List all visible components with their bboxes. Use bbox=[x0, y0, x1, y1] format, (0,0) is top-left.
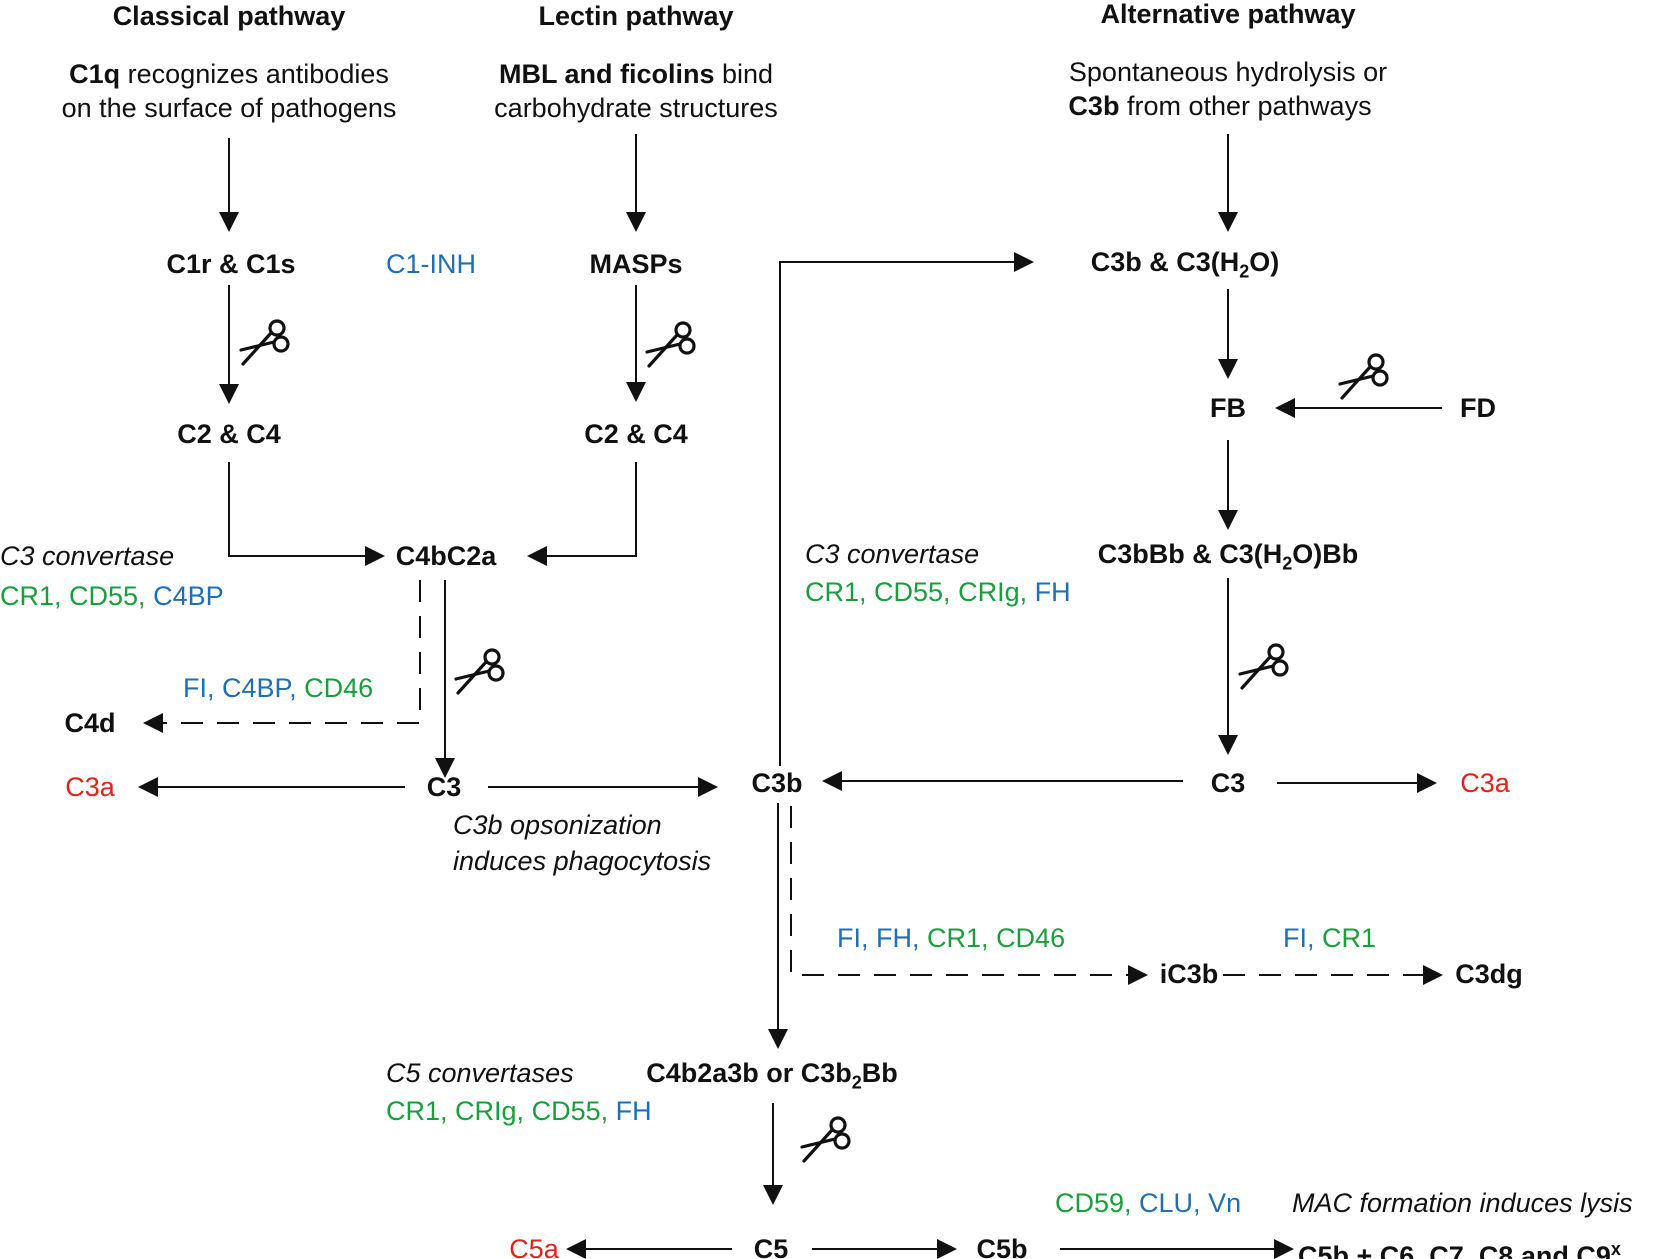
regulator-crig: CRIg, bbox=[455, 1096, 525, 1126]
node-c2c4-classical: C2 & C4 bbox=[177, 419, 281, 449]
trigger-classical-text: recognizes antibodies bbox=[127, 59, 389, 89]
node-c4d: C4d bbox=[64, 708, 116, 738]
annotation-c3-convertase-right: C3 convertase bbox=[805, 539, 980, 569]
arrow-c3b-feedback bbox=[779, 252, 1034, 766]
header-classical: Classical pathway bbox=[112, 1, 346, 31]
scissors-icon bbox=[1238, 643, 1289, 690]
regulator-c4bp: C4BP bbox=[153, 581, 224, 611]
node-c3-left: C3 bbox=[426, 772, 462, 802]
dashed-c3b-to-ic3b bbox=[790, 806, 1148, 985]
regulator-cr1: CR1, bbox=[0, 581, 62, 611]
node-c2c4-lectin: C2 & C4 bbox=[584, 419, 688, 449]
header-alternative: Alternative pathway bbox=[1100, 0, 1356, 29]
node-c3b-c3h2o: C3b & C3(H2O) bbox=[1090, 247, 1280, 282]
regulator-vn: Vn bbox=[1208, 1188, 1242, 1218]
node-ic3b: iC3b bbox=[1159, 959, 1219, 989]
regulators-mac: CD59, CLU, Vn bbox=[1055, 1187, 1241, 1219]
annotation-c3-convertase-left: C3 convertase bbox=[0, 541, 175, 571]
regulator-c4bp: C4BP, bbox=[222, 673, 297, 703]
regulator-crig: CRIg, bbox=[958, 577, 1028, 607]
trigger-classical-line1: C1q recognizes antibodies bbox=[69, 58, 389, 90]
regulators-c3dg: FI, CR1 bbox=[1283, 922, 1376, 954]
regulator-cd55: CD55, bbox=[531, 1096, 609, 1126]
node-c5b: C5b bbox=[976, 1234, 1028, 1259]
regulator-c1-inh: C1-INH bbox=[385, 249, 477, 279]
node-c3a-left: C3a bbox=[65, 772, 115, 802]
node-c3bbb-convertase: C3bBb & C3(H2O)Bb bbox=[1097, 539, 1359, 574]
regulators-ic3b: FI, FH, CR1, CD46 bbox=[837, 922, 1065, 954]
trigger-classical-line2: on the surface of pathogens bbox=[61, 93, 397, 123]
annotation-c5-convertases: C5 convertases bbox=[386, 1058, 574, 1088]
regulator-cd55: CD55, bbox=[874, 577, 951, 607]
regulator-cr1: CR1, bbox=[386, 1096, 448, 1126]
c1q-label: C1q bbox=[69, 59, 121, 89]
regulator-cr1: CR1, bbox=[805, 577, 867, 607]
node-c5a: C5a bbox=[509, 1234, 559, 1259]
scissors-icon bbox=[1338, 353, 1389, 400]
node-c3dg: C3dg bbox=[1455, 959, 1523, 989]
arrow-c2c4-to-c4bc2a bbox=[228, 462, 385, 566]
node-c1r-c1s: C1r & C1s bbox=[166, 249, 296, 279]
scissors-icon bbox=[454, 648, 505, 695]
regulator-fi: FI, bbox=[837, 923, 869, 953]
node-c4bc2a: C4bC2a bbox=[395, 541, 497, 571]
node-c3b-center: C3b bbox=[751, 768, 803, 798]
regulator-fi: FI, bbox=[1283, 923, 1315, 953]
regulator-fh: FH bbox=[615, 1096, 652, 1126]
trigger-lectin-text: bind bbox=[721, 59, 774, 89]
dashed-c4bc2a-to-c4d bbox=[143, 580, 421, 733]
arrow-lectin-c2c4-to-c4bc2a bbox=[527, 462, 637, 566]
mbl-label: MBL and ficolins bbox=[498, 59, 715, 89]
regulators-c5-convertase: CR1, CRIg, CD55, FH bbox=[386, 1095, 652, 1127]
annotation-opsonization-2: induces phagocytosis bbox=[453, 846, 712, 876]
regulators-right-convertase: CR1, CD55, CRIg, FH bbox=[805, 576, 1071, 608]
node-fb: FB bbox=[1210, 393, 1246, 423]
scissors-icon bbox=[800, 1116, 851, 1163]
trigger-alt-line1: Spontaneous hydrolysis or bbox=[1068, 57, 1388, 87]
regulator-cd46: CD46 bbox=[996, 923, 1066, 953]
node-mac: C5b + C6, C7, C8 and C9x bbox=[1298, 1239, 1621, 1259]
node-c5: C5 bbox=[753, 1234, 789, 1259]
regulator-cd59: CD59, bbox=[1055, 1188, 1132, 1218]
scissors-icon bbox=[645, 321, 696, 368]
regulator-fh: FH bbox=[1034, 577, 1071, 607]
node-c5-convertase: C4b2a3b or C3b2Bb bbox=[646, 1058, 898, 1093]
trigger-alt-text: from other pathways bbox=[1126, 91, 1372, 121]
annotation-mac-lysis: MAC formation induces lysis bbox=[1292, 1188, 1633, 1218]
c3b-trigger-label: C3b bbox=[1068, 91, 1120, 121]
node-c3a-right: C3a bbox=[1460, 768, 1510, 798]
trigger-lectin-line2: carbohydrate structures bbox=[494, 93, 778, 123]
regulator-cd55: CD55, bbox=[69, 581, 146, 611]
regulator-clu: CLU, bbox=[1139, 1188, 1201, 1218]
regulator-cr1: CR1 bbox=[1322, 923, 1377, 953]
regulator-fi: FI, bbox=[183, 673, 215, 703]
regulator-cd46: CD46 bbox=[304, 673, 374, 703]
regulators-c4d: FI, C4BP, CD46 bbox=[183, 672, 373, 704]
node-c3-right: C3 bbox=[1210, 768, 1246, 798]
regulator-cr1: CR1, bbox=[927, 923, 989, 953]
annotation-opsonization-1: C3b opsonization bbox=[453, 810, 662, 840]
node-masps: MASPs bbox=[589, 249, 683, 279]
trigger-lectin-line1: MBL and ficolins bind bbox=[499, 58, 773, 90]
regulator-fh: FH, bbox=[876, 923, 920, 953]
regulators-left-convertase: CR1, CD55, C4BP bbox=[0, 580, 224, 612]
header-lectin: Lectin pathway bbox=[538, 1, 734, 31]
trigger-alt-line2: C3b from other pathways bbox=[1068, 90, 1371, 122]
scissors-icon bbox=[239, 319, 290, 366]
node-fd: FD bbox=[1460, 393, 1496, 423]
